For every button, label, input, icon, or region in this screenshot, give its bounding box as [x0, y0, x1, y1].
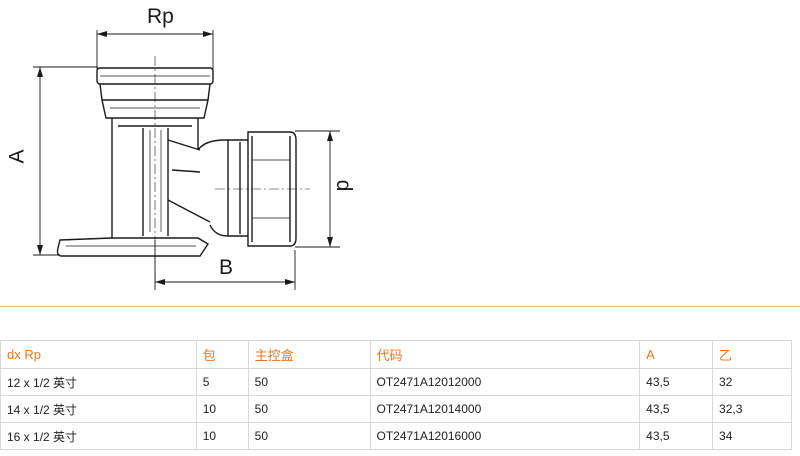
col-header-a: A [639, 340, 714, 369]
table-row: 12 x 1/2 英寸 5 50 OT2471A12012000 43,5 32 [0, 368, 792, 396]
col-header-pack: 包 [195, 340, 249, 369]
table-row: 14 x 1/2 英寸 10 50 OT2471A12014000 43,5 3… [0, 395, 792, 423]
cell-pack: 5 [195, 368, 249, 396]
cell-b: 32,3 [712, 395, 792, 423]
cell-size: 14 x 1/2 英寸 [0, 395, 197, 423]
cell-code: OT2471A12014000 [369, 395, 641, 423]
cell-b: 34 [712, 422, 792, 450]
col-header-code: 代码 [369, 340, 641, 369]
cell-a: 43,5 [639, 422, 714, 450]
dimension-label-a: A [5, 149, 29, 164]
table-row: 16 x 1/2 英寸 10 50 OT2471A12016000 43,5 3… [0, 422, 792, 450]
cell-code: OT2471A12012000 [369, 368, 641, 396]
cell-b: 32 [712, 368, 792, 396]
section-divider [0, 306, 800, 307]
dimension-label-b: B [219, 256, 234, 279]
cell-code: OT2471A12016000 [369, 422, 641, 450]
dimension-label-p: p [330, 179, 354, 192]
cell-master-box: 50 [247, 368, 371, 396]
dimension-label-rp: Rp [147, 5, 174, 28]
cell-master-box: 50 [247, 422, 371, 450]
cell-pack: 10 [195, 395, 249, 423]
table-header-row: dx Rp 包 主控盒 代码 A 乙 [0, 340, 792, 369]
col-header-dx-rp: dx Rp [0, 340, 197, 369]
fitting-diagram [33, 30, 340, 290]
cell-master-box: 50 [247, 395, 371, 423]
technical-drawing: Rp A B p [5, 5, 354, 290]
col-header-b: 乙 [712, 340, 792, 369]
cell-pack: 10 [195, 422, 249, 450]
spec-table: dx Rp 包 主控盒 代码 A 乙 12 x 1/2 英寸 5 50 OT24… [0, 340, 792, 450]
cell-size: 12 x 1/2 英寸 [0, 368, 197, 396]
cell-size: 16 x 1/2 英寸 [0, 422, 197, 450]
col-header-master-box: 主控盒 [247, 340, 371, 369]
cell-a: 43,5 [639, 395, 714, 423]
cell-a: 43,5 [639, 368, 714, 396]
